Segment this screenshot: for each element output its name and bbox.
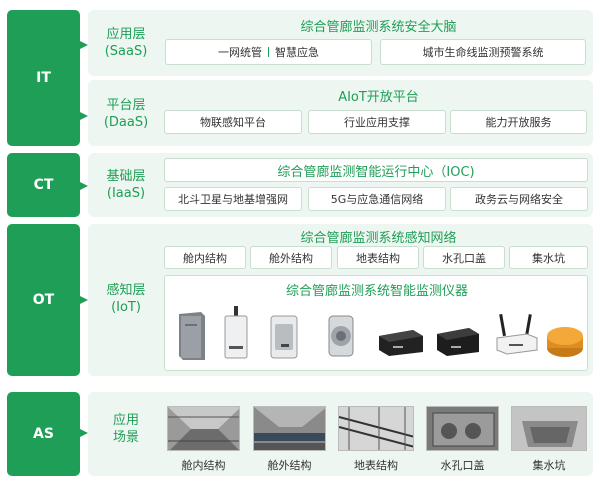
iot-box-cabin-outer: 舱外结构 <box>250 246 332 269</box>
sidebar-it-label: IT <box>36 70 51 86</box>
scene-cabin-outer-image <box>253 406 326 451</box>
layer-iaas-label: 基础层 (IaaS) <box>88 168 164 202</box>
layer-daas-title: AIoT开放平台 <box>338 90 419 105</box>
layer-iaas-label-cn: 基础层 <box>106 169 146 184</box>
iot-box-sump: 集水坑 <box>509 246 588 269</box>
arrow-icon <box>80 112 88 120</box>
layer-daas-label-cn: 平台层 <box>106 98 146 113</box>
sidebar-as-label: AS <box>33 426 54 442</box>
iaas-box-5g: 5G与应急通信网络 <box>308 187 446 211</box>
scene-cabin-inner-image <box>167 406 240 451</box>
arrow-icon <box>80 296 88 304</box>
iot-box-cabin-inner: 舱内结构 <box>164 246 246 269</box>
layer-iot-label-en: (IoT) <box>111 300 141 315</box>
scene-label-surface: 地表结构 <box>354 459 398 472</box>
device-black-gateway-icon <box>379 330 423 356</box>
device-grey-box-icon <box>179 312 205 360</box>
sidebar-ot-label: OT <box>32 292 55 308</box>
scene-label-sump: 集水坑 <box>532 459 566 472</box>
scene-label-manhole: 水孔口盖 <box>440 459 485 472</box>
layer-iot-title: 综合管廊监测系统感知网络 <box>300 231 457 246</box>
layer-daas-label: 平台层 (DaaS) <box>88 97 164 131</box>
layer-iot: 感知层 (IoT) 综合管廊监测系统感知网络 舱内结构 舱外结构 地表结构 水孔… <box>88 224 593 376</box>
layer-iaas: 基础层 (IaaS) 综合管廊监测智能运行中心（IOC) 北斗卫星与地基增强网 … <box>88 153 593 217</box>
iot-box-surface: 地表结构 <box>337 246 419 269</box>
layer-saas-label-en: (SaaS) <box>104 44 148 59</box>
layer-iaas-label-en: (IaaS) <box>106 186 146 201</box>
sidebar-it: IT <box>7 10 80 146</box>
iaas-box-beidou: 北斗卫星与地基增强网 <box>164 187 302 211</box>
saas-box-unified-b: 智慧应急 <box>275 46 319 59</box>
layer-saas-title: 综合管廊监测系统安全大脑 <box>300 20 457 35</box>
device-orange-sensor-icon <box>547 327 583 357</box>
iot-box-manhole: 水孔口盖 <box>423 246 505 269</box>
device-black-gateway-icon <box>437 328 479 356</box>
saas-box-lifeline: 城市生命线监测预警系统 <box>380 39 586 65</box>
device-router-icon <box>496 313 538 355</box>
iaas-title-box: 综合管廊监测智能运行中心（IOC) <box>164 158 588 182</box>
instrument-panel: 综合管廊监测系统智能监测仪器 <box>164 275 588 371</box>
separator <box>268 47 269 57</box>
layer-saas-label: 应用层 (SaaS) <box>88 26 164 60</box>
layer-daas: 平台层 (DaaS) AIoT开放平台 物联感知平台 行业应用支撑 能力开放服务 <box>88 80 593 146</box>
layer-iaas-title: 综合管廊监测智能运行中心（IOC) <box>277 164 475 180</box>
saas-box-unified: 一网统管智慧应急 <box>165 39 372 65</box>
arrow-icon <box>80 41 88 49</box>
sidebar-ct: CT <box>7 153 80 217</box>
layer-iot-label-cn: 感知层 <box>106 283 146 298</box>
scene-manhole-image <box>426 406 499 451</box>
daas-box-capability: 能力开放服务 <box>450 110 587 134</box>
arrow-icon <box>80 429 88 437</box>
layer-iot-label: 感知层 (IoT) <box>88 282 164 316</box>
layer-scenes-label: 应用 场景 <box>88 412 164 446</box>
iaas-box-govcloud: 政务云与网络安全 <box>450 187 588 211</box>
scene-surface-image <box>338 406 414 451</box>
layer-saas: 应用层 (SaaS) 综合管廊监测系统安全大脑 一网统管智慧应急 城市生命线监测… <box>88 10 593 76</box>
sidebar-as: AS <box>7 392 80 476</box>
saas-box-unified-a: 一网统管 <box>218 46 262 59</box>
daas-box-industry: 行业应用支撑 <box>308 110 446 134</box>
scene-label-cabin-inner: 舱内结构 <box>181 459 226 472</box>
layer-scenes-label-a: 应用 <box>112 413 139 428</box>
daas-box-iot-platform: 物联感知平台 <box>164 110 302 134</box>
layer-saas-label-cn: 应用层 <box>106 27 146 42</box>
layer-daas-label-en: (DaaS) <box>103 115 149 130</box>
layer-scenes-label-b: 场景 <box>112 430 139 445</box>
device-disc-sensor-icon <box>328 315 354 357</box>
sidebar-ot: OT <box>7 224 80 376</box>
instrument-title: 综合管廊监测系统智能监测仪器 <box>285 284 468 299</box>
device-white-sensor-icon <box>224 306 248 359</box>
arrow-icon <box>80 182 88 190</box>
scene-sump-image <box>511 406 587 451</box>
scene-label-cabin-outer: 舱外结构 <box>267 459 312 472</box>
device-sensor-panel-icon <box>270 315 298 359</box>
sidebar-ct-label: CT <box>33 177 54 193</box>
